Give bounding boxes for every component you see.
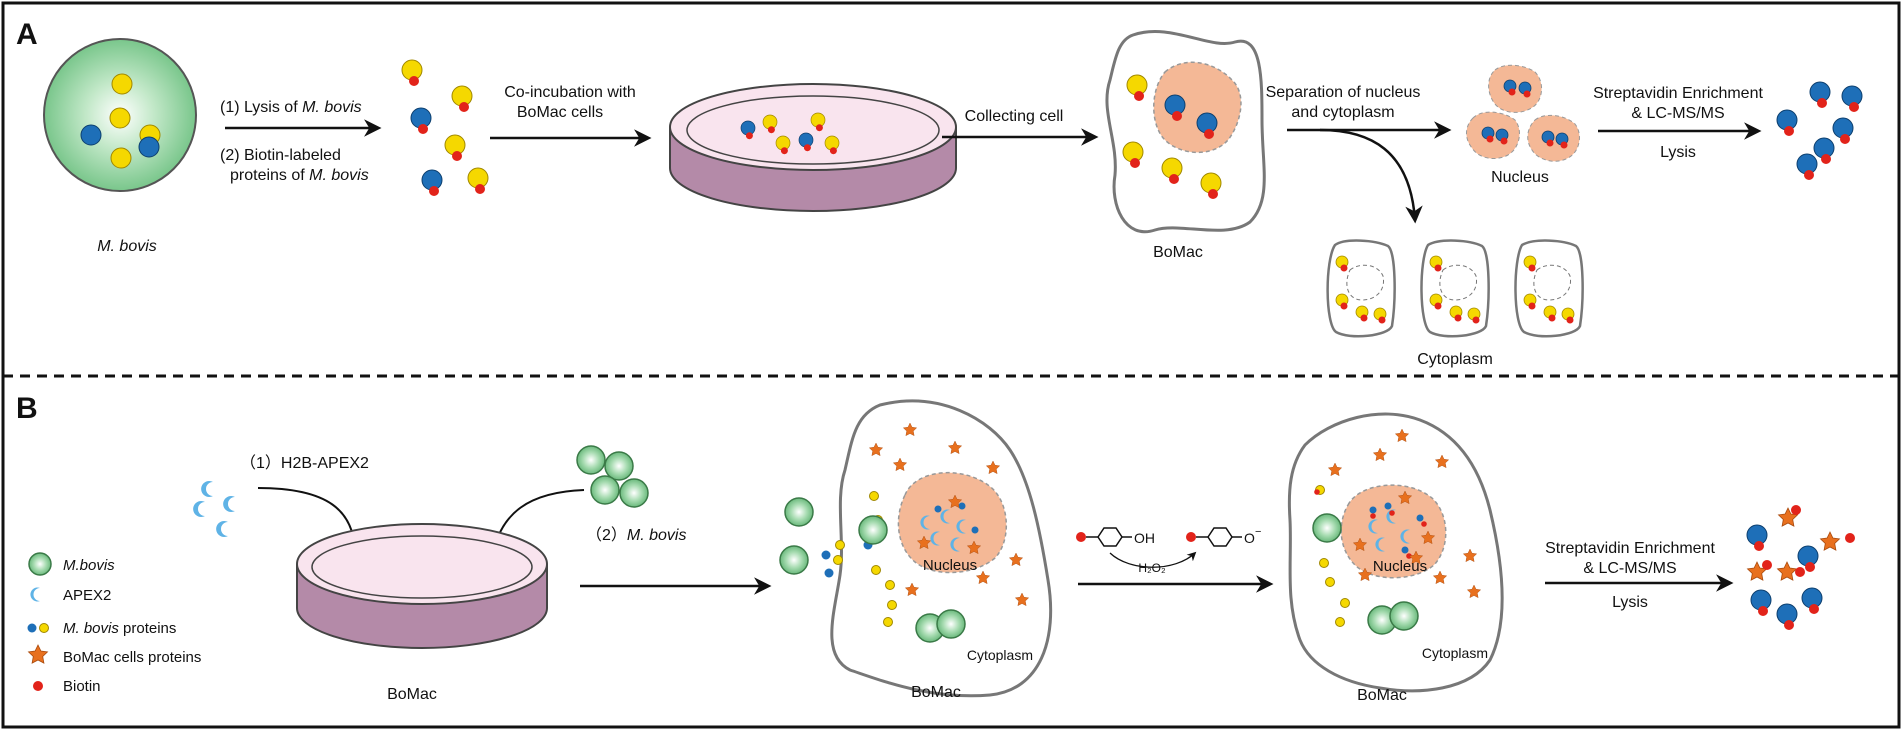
h2b-label: （1）H2B-APEX2	[240, 454, 369, 472]
separation-line1: Separation of nucleus	[1266, 84, 1421, 101]
mbovis-label: M. bovis	[97, 238, 157, 255]
mbovis-proteins	[80, 73, 161, 169]
legend-biotin: Biotin	[63, 678, 101, 695]
enriched-proteins-b	[1746, 505, 1855, 631]
legend-proteins: M. bovis proteins	[63, 620, 176, 637]
bomac-cell-a	[1105, 30, 1266, 234]
cell-label-b1: BoMac	[911, 684, 961, 701]
bomac-cell-b1	[779, 399, 1053, 698]
minus-label: −	[1255, 526, 1261, 538]
legend-apex2-icon	[30, 587, 40, 602]
collecting-label: Collecting cell	[965, 108, 1064, 125]
dish-label-b: BoMac	[387, 686, 437, 703]
apex2-crescents	[193, 481, 235, 537]
separation-line2: and cytoplasm	[1291, 104, 1394, 121]
legend: M.bovis APEX2 M. bovis proteins BoMac ce…	[27, 552, 201, 695]
oh-label: OH	[1134, 530, 1155, 546]
petri-dish-a	[669, 83, 957, 212]
enrichment-b-line1: Streptavidin Enrichment	[1545, 540, 1715, 557]
coincubation-line1: Co-incubation with	[504, 84, 636, 101]
arrow-to-cytoplasm	[1319, 128, 1423, 224]
panel-b-letter: B	[16, 392, 38, 425]
legend-bomac-proteins: BoMac cells proteins	[63, 649, 201, 666]
cell-label-b2: BoMac	[1357, 687, 1407, 704]
step1-label: (1) Lysis of M. bovis	[220, 99, 362, 116]
enrichment-a-line1: Streptavidin Enrichment	[1593, 85, 1763, 102]
enriched-proteins-a	[1776, 81, 1863, 181]
isolated-cytoplasm	[1326, 239, 1584, 338]
bomac-label-a: BoMac	[1153, 244, 1203, 261]
legend-mbovis: M.bovis	[63, 557, 115, 574]
enrichment-b-line2: & LC-MS/MS	[1583, 560, 1676, 577]
lysis-label-a: Lysis	[1660, 144, 1696, 161]
cytoplasm-label-b1: Cytoplasm	[967, 647, 1033, 663]
panel-a-letter: A	[16, 18, 38, 51]
lysis-label-b: Lysis	[1612, 594, 1648, 611]
coincubation-line2: BoMac cells	[517, 104, 603, 121]
legend-biotin-icon	[33, 681, 43, 691]
isolated-nuclei	[1466, 64, 1580, 162]
mbovis2-label: （2）M. bovis	[586, 526, 686, 544]
bomac-cell-b2	[1287, 412, 1504, 693]
cytoplasm-label-b2: Cytoplasm	[1422, 645, 1488, 661]
petri-dish-b	[296, 523, 548, 649]
mbovis-group	[576, 445, 649, 508]
o-label: O	[1244, 530, 1255, 546]
enrichment-a-line2: & LC-MS/MS	[1631, 105, 1724, 122]
step2-line2: proteins of M. bovis	[230, 167, 369, 184]
legend-star-icon	[28, 644, 48, 664]
cytoplasm-label-a: Cytoplasm	[1417, 351, 1493, 368]
legend-apex2: APEX2	[63, 587, 111, 604]
nucleus-label-b2: Nucleus	[1373, 558, 1427, 575]
h2o2-label: H₂O₂	[1138, 561, 1166, 575]
legend-mbovis-icon	[28, 552, 52, 576]
nucleus-label-b1: Nucleus	[923, 557, 977, 574]
scattered-biotin-proteins	[401, 59, 489, 197]
biotin-phenol-reaction	[1076, 527, 1242, 568]
nucleus-label-a: Nucleus	[1491, 169, 1549, 186]
step2-line1: (2) Biotin-labeled	[220, 147, 341, 164]
